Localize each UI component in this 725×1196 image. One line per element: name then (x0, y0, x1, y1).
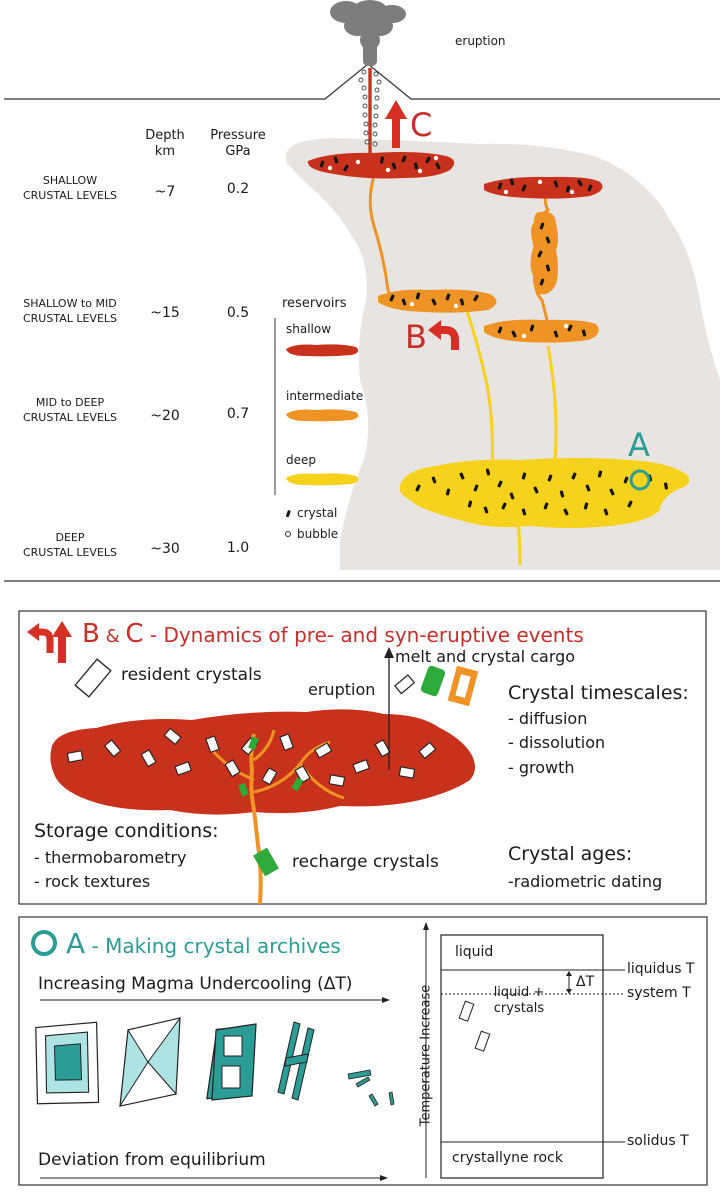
phase-crystallyne-label: crystallyne rock (452, 1150, 563, 1166)
level-shallow-pressure: 0.2 (210, 181, 266, 197)
system-label: system T (627, 985, 691, 1001)
level-mid-deep-name: MID to DEEP CRUSTAL LEVELS (5, 395, 135, 425)
panel-bc-arrows (27, 621, 72, 663)
shallow-reservoir-2 (484, 177, 602, 199)
vertical-lens (531, 212, 558, 295)
marker-b: B (405, 318, 427, 356)
legend-bubble-label: bubble (297, 527, 338, 541)
panel-a-circle (33, 932, 55, 954)
legend-bubble-swatch (286, 532, 291, 537)
level-mid-deep-pressure: 0.7 (210, 406, 266, 422)
crystal-sector-zoned (120, 1018, 180, 1106)
level-deep-depth: ~30 (140, 541, 190, 557)
timescale-growth: - growth (508, 758, 575, 777)
temperature-axis-label: Temperature Increase (419, 981, 434, 1131)
phase-liquid-label: liquid (455, 944, 493, 960)
crystal-hopper (207, 1024, 256, 1101)
storage-thermobarometry: - thermobarometry (34, 848, 187, 867)
undercooling-label: Increasing Magma Undercooling (ΔT) (38, 974, 352, 994)
depth-header: Depth km (140, 128, 190, 160)
marker-a: A (628, 426, 650, 464)
marker-c: C (410, 106, 432, 144)
pressure-header: Pressure GPa (205, 128, 271, 160)
legend-intermediate-label: intermediate (286, 389, 363, 403)
crystal-microlites (348, 1070, 394, 1106)
eruption-label: eruption (455, 34, 506, 48)
liquidus-label: liquidus T (627, 961, 694, 977)
crystal-skeletal (278, 1022, 314, 1100)
panel-bc-title: B & C - Dynamics of pre- and syn-eruptiv… (82, 619, 584, 649)
legend-crystal-swatch (286, 510, 291, 518)
legend-intermediate-swatch (286, 409, 358, 421)
delta-t-label: ΔT (576, 974, 594, 990)
recharge-crystals-label: recharge crystals (292, 852, 439, 872)
ages-title: Crystal ages: (508, 843, 632, 865)
level-shallow-name: SHALLOW CRUSTAL LEVELS (5, 173, 135, 203)
level-deep-pressure: 1.0 (210, 540, 266, 556)
level-shallow-mid-name: SHALLOW to MID CRUSTAL LEVELS (5, 296, 135, 326)
level-shallow-mid-depth: ~15 (140, 305, 190, 321)
eruption-plume (330, 0, 406, 66)
phase-liquid-crystals-label: liquid + crystals (484, 985, 554, 1017)
storage-rock-textures: - rock textures (34, 872, 150, 891)
cargo-green-crystal (420, 665, 446, 697)
timescale-diffusion: - diffusion (508, 709, 587, 728)
legend-shallow-label: shallow (286, 322, 331, 336)
timescales-title: Crystal timescales: (508, 682, 689, 704)
solidus-label: solidus T (627, 1133, 689, 1149)
bc-reservoir (50, 709, 475, 814)
resident-crystal-icon (75, 659, 111, 697)
panel-a-title: A - Making crystal archives (66, 927, 341, 960)
cargo-white-crystal (395, 675, 414, 694)
crystal-zoned (31, 1022, 104, 1107)
level-shallow-mid-pressure: 0.5 (210, 305, 266, 321)
ages-radiometric: -radiometric dating (508, 872, 662, 891)
level-deep-name: DEEP CRUSTAL LEVELS (5, 530, 135, 560)
legend-shallow-swatch (286, 344, 358, 356)
level-shallow-depth: ~7 (140, 184, 190, 200)
legend-title: reservoirs (282, 296, 347, 311)
deviation-label: Deviation from equilibrium (38, 1150, 266, 1170)
melt-cargo-label: melt and crystal cargo (395, 647, 575, 666)
resident-crystals-label: resident crystals (121, 665, 262, 685)
legend-crystal-label: crystal (297, 506, 337, 520)
eruption-label-bc: eruption (308, 680, 375, 699)
level-mid-deep-depth: ~20 (140, 408, 190, 424)
timescale-dissolution: - dissolution (508, 733, 605, 752)
legend-deep-label: deep (286, 453, 316, 467)
storage-title: Storage conditions: (34, 820, 219, 842)
legend-deep-swatch (286, 473, 358, 485)
